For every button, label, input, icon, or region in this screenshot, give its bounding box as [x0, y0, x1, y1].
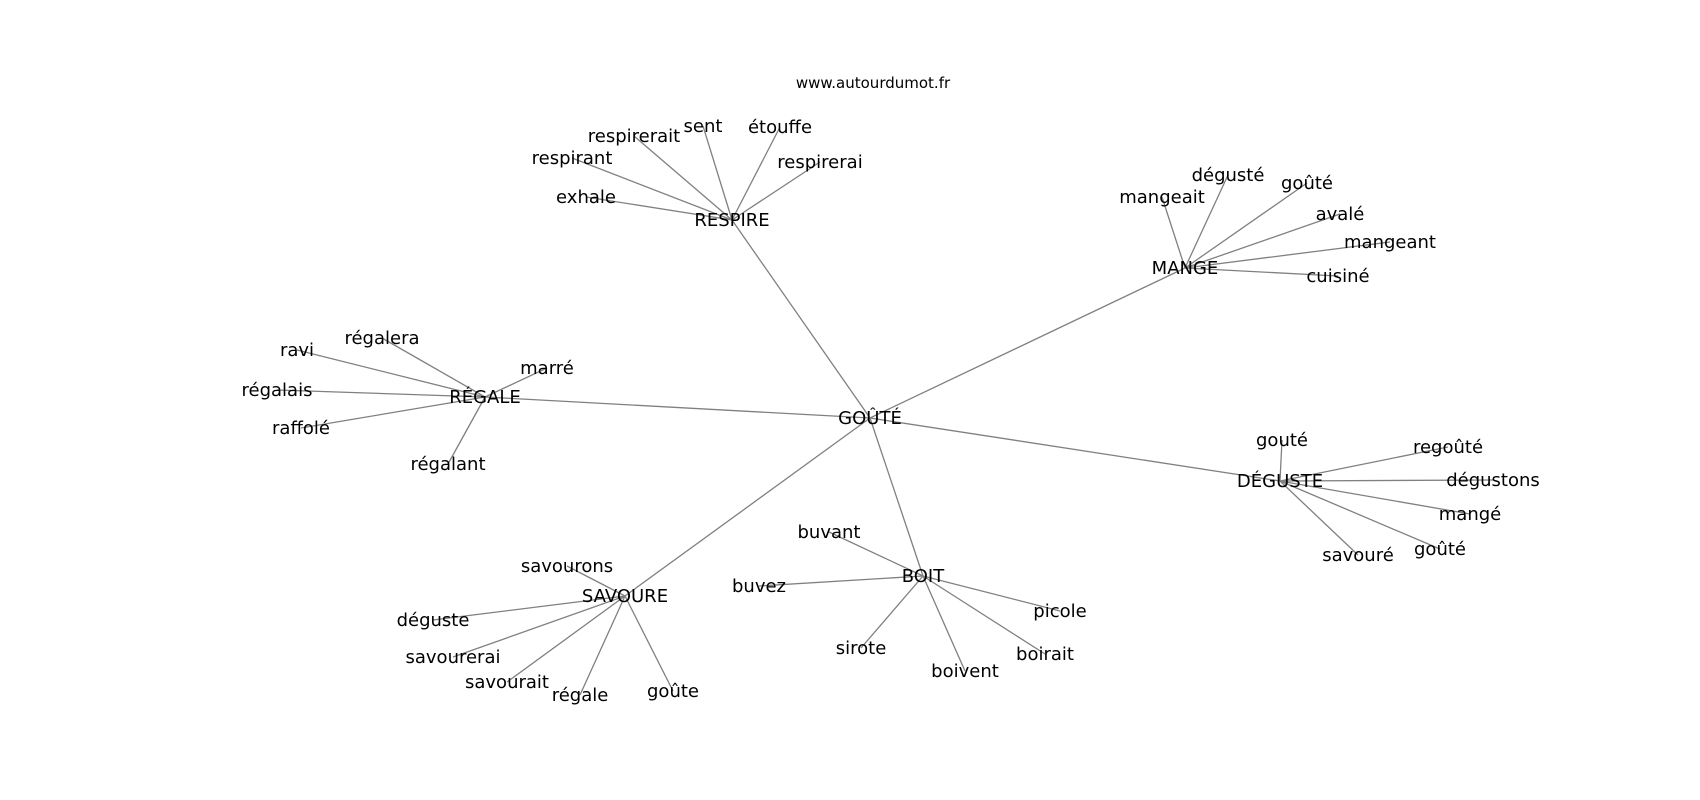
leaf-node-label: respirerai [777, 152, 862, 173]
edge-root-hub [731, 219, 871, 419]
edge-hub-leaf [579, 595, 626, 696]
edge-root-hub [869, 417, 1281, 482]
leaf-node-label: régalant [410, 454, 485, 475]
edge-hub-leaf [702, 125, 733, 221]
leaf-node-label: buvant [798, 522, 861, 543]
edge-root-hub [484, 396, 871, 419]
leaf-node-label: gouté [1256, 430, 1308, 451]
leaf-node-label: déguste [397, 610, 470, 631]
leaf-node-label: dégusté [1192, 165, 1265, 186]
hub-node-label: MANGE [1152, 258, 1219, 279]
edge-hub-leaf [1184, 174, 1229, 269]
leaf-node-label: régalera [344, 328, 419, 349]
edge-root-hub [869, 267, 1186, 419]
leaf-node-label: mangeant [1344, 232, 1436, 253]
edge-hub-leaf [1184, 182, 1308, 269]
edge-hub-leaf [758, 575, 924, 587]
edge-hub-leaf [922, 575, 1046, 655]
edge-hub-leaf [296, 349, 486, 398]
edge-hub-leaf [381, 337, 486, 398]
leaf-node-label: buvez [732, 576, 786, 597]
edge-hub-leaf [731, 126, 781, 221]
edge-hub-leaf [828, 531, 924, 577]
edge-hub-leaf [506, 595, 626, 683]
leaf-node-label: avalé [1316, 204, 1365, 225]
edge-hub-leaf [1184, 213, 1341, 269]
hub-node-label: SAVOURE [582, 586, 668, 607]
leaf-node-label: goûté [1414, 539, 1466, 560]
leaf-node-label: marré [520, 358, 574, 379]
leaf-node-label: picole [1033, 601, 1086, 622]
edge-hub-leaf [1279, 480, 1441, 550]
leaf-node-label: savourerai [406, 647, 501, 668]
edge-hub-leaf [1279, 480, 1359, 556]
edge-hub-leaf [300, 396, 486, 429]
edge-hub-leaf [447, 396, 486, 465]
edge-hub-leaf [276, 389, 486, 398]
leaf-node-label: cuisiné [1306, 266, 1369, 287]
edge-hub-leaf [1279, 480, 1471, 515]
edge-root-hub [624, 417, 871, 597]
edge-hub-leaf [624, 595, 674, 692]
leaf-node-label: boirait [1016, 644, 1074, 665]
edge-hub-leaf [566, 565, 626, 597]
edge-hub-leaf [633, 135, 733, 221]
leaf-node-label: mangé [1439, 504, 1501, 525]
edge-hub-leaf [1279, 439, 1283, 482]
leaf-node-label: goûte [647, 681, 699, 702]
edge-hub-leaf [922, 575, 1061, 612]
leaf-node-label: savourons [521, 556, 613, 577]
leaf-node-label: sent [684, 116, 723, 137]
source-url: www.autourdumot.fr [796, 74, 951, 92]
edge-hub-leaf [432, 595, 626, 621]
edge-hub-leaf [585, 196, 733, 221]
edge-hub-leaf [922, 575, 966, 672]
hub-node-label: RÉGALE [449, 386, 521, 408]
leaf-node-label: raffolé [272, 418, 330, 439]
edge-hub-leaf [860, 575, 924, 649]
leaf-node-label: régalais [242, 380, 313, 401]
edge-hub-leaf [1279, 446, 1449, 482]
edge-hub-leaf [484, 367, 548, 398]
edge-hub-leaf [1161, 196, 1186, 269]
leaf-node-label: savourait [465, 672, 549, 693]
edge-hub-leaf [1184, 267, 1339, 277]
leaf-node-label: savouré [1322, 545, 1394, 566]
leaf-node-label: ravi [280, 340, 314, 361]
edge-root-hub [869, 417, 924, 577]
leaf-node-label: boivent [931, 661, 999, 682]
leaf-node-label: dégustons [1446, 470, 1540, 491]
leaf-node-label: sirote [836, 638, 887, 659]
hub-node-label: RESPIRE [694, 210, 769, 231]
hub-node-label: BOIT [902, 566, 946, 587]
edges [276, 125, 1494, 696]
hub-node-label: DÉGUSTE [1237, 470, 1323, 492]
edge-hub-leaf [571, 157, 733, 221]
edge-hub-leaf [731, 161, 821, 221]
leaf-node-label: mangeait [1119, 187, 1205, 208]
edge-hub-leaf [452, 595, 626, 658]
root-node-label: GOÛTÉ [838, 407, 902, 429]
edge-hub-leaf [1184, 241, 1391, 269]
leaf-node-label: exhale [556, 187, 616, 208]
leaf-node-label: étouffe [748, 117, 812, 138]
leaf-node-label: respirant [532, 148, 613, 169]
leaf-node-label: regoûté [1413, 437, 1483, 458]
leaf-node-label: respirerait [588, 126, 680, 147]
leaf-node-label: régale [552, 685, 609, 706]
edge-hub-leaf [1279, 479, 1494, 482]
leaf-node-label: goûté [1281, 173, 1333, 194]
